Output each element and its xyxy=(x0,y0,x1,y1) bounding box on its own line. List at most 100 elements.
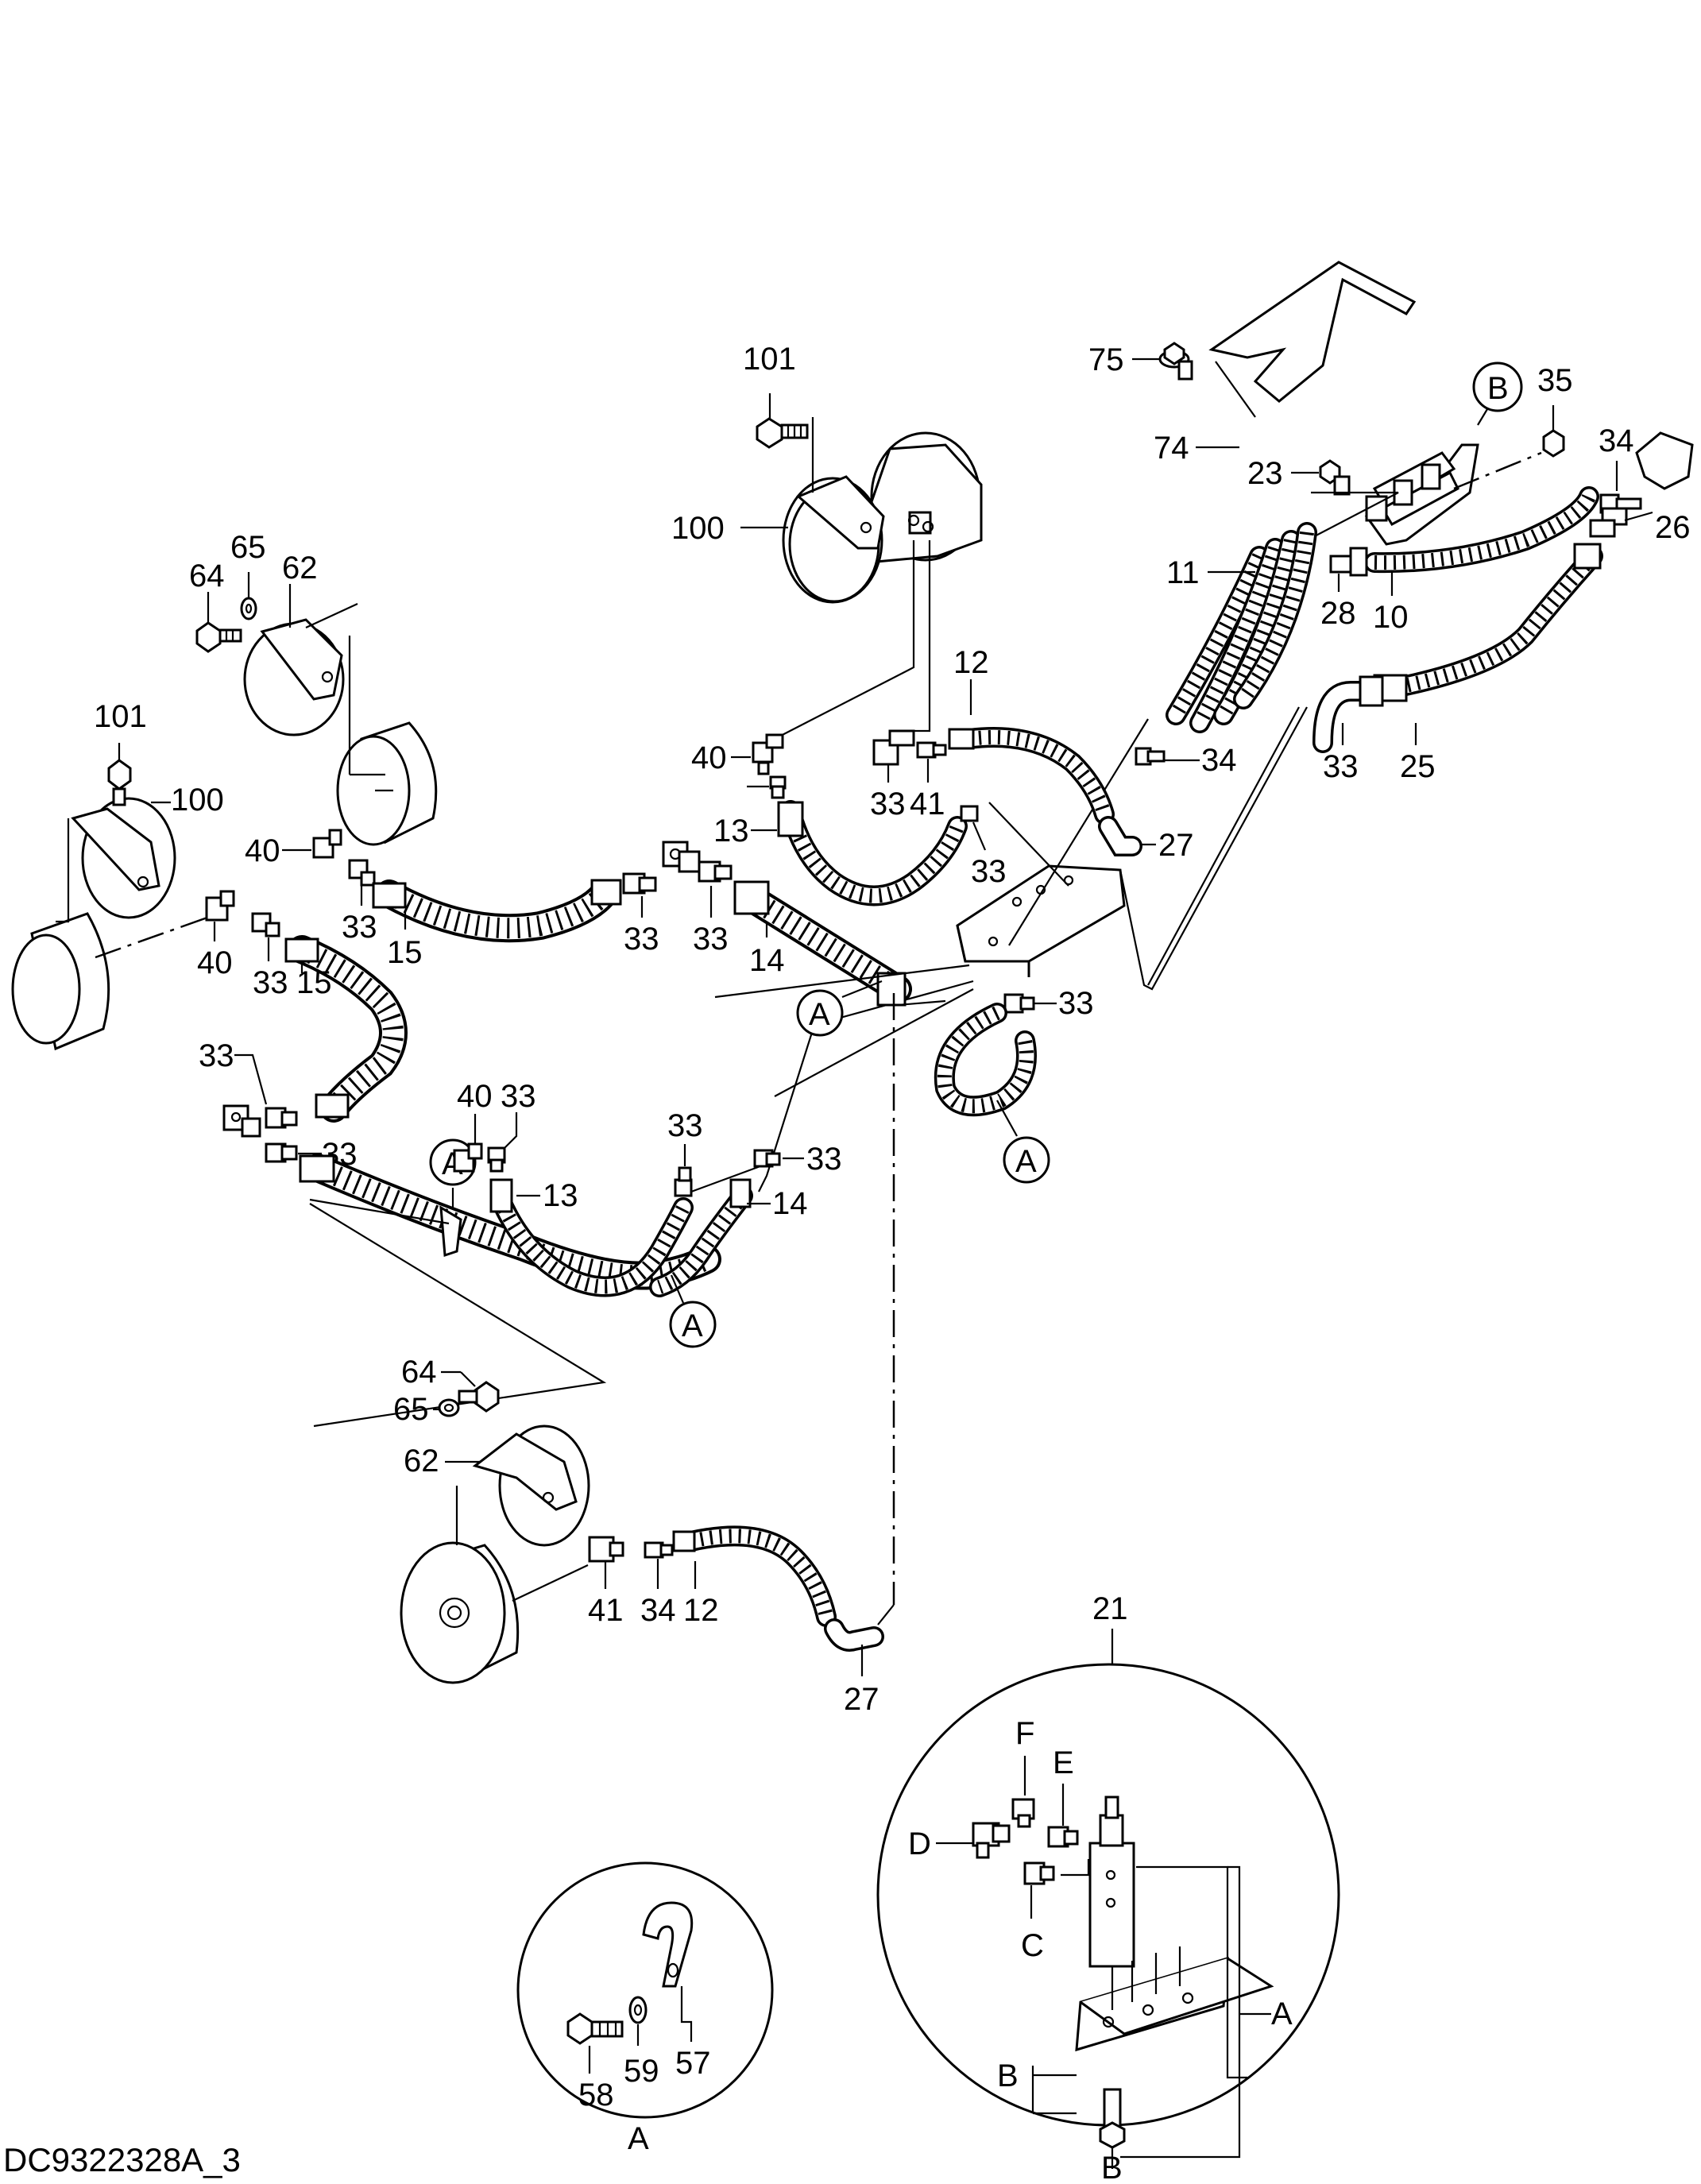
callout-100-top: 100 xyxy=(671,511,725,546)
callout-33-e: 33 xyxy=(624,922,659,957)
fitting-C xyxy=(1023,1861,1055,1885)
hose-clamp-A xyxy=(439,1205,462,1258)
callout-58: 58 xyxy=(578,2078,614,2112)
callout-D: D xyxy=(908,1826,931,1861)
fitting-33-a xyxy=(769,775,787,799)
callout-27-top: 27 xyxy=(1158,828,1194,863)
fitting-40-mid xyxy=(205,890,235,922)
callout-57: 57 xyxy=(675,2046,711,2081)
valve-body-21 xyxy=(1088,1796,1135,1968)
callout-09: 25 xyxy=(1400,749,1436,784)
port-block-left xyxy=(222,1104,261,1138)
nut-35 xyxy=(1542,429,1565,458)
fitting-33-m xyxy=(753,1149,781,1168)
bolt-58 xyxy=(566,2012,624,2045)
motor-cover-top xyxy=(788,475,885,603)
callout-101-left: 101 xyxy=(94,699,147,734)
fitting-41-low xyxy=(588,1536,624,1563)
hose-loop-right xyxy=(934,1003,1037,1117)
callout-12-low: 12 xyxy=(683,1593,719,1628)
callout-59: 59 xyxy=(624,2054,659,2089)
fitting-33-j xyxy=(265,1142,298,1163)
fitting-34-top xyxy=(916,741,947,759)
hose-12-lower xyxy=(672,1525,837,1627)
ref-marker-B-top-label: B xyxy=(1487,371,1509,406)
callout-33-h: 33 xyxy=(199,1038,234,1073)
fitting-E xyxy=(1047,1826,1079,1848)
callout-62-left: 62 xyxy=(282,551,318,586)
detail-A-circle xyxy=(516,1861,774,2119)
callout-26: 26 xyxy=(1655,510,1691,545)
callout-33-f: 33 xyxy=(693,922,729,957)
callout-13-top: 13 xyxy=(713,814,749,848)
document-id: DC9322328A_3 xyxy=(3,2141,241,2178)
bolt-64-upper xyxy=(195,621,242,653)
ref-marker-A-mid-label: A xyxy=(809,997,830,1032)
callout-10: 10 xyxy=(1373,600,1409,635)
hose-14-upper xyxy=(733,880,912,1007)
washer-65-lower xyxy=(438,1398,460,1417)
callout-41-top: 33 xyxy=(870,787,906,821)
callout-64-low: 64 xyxy=(401,1355,437,1390)
callout-34-top: 41 xyxy=(910,787,945,821)
drum-left xyxy=(11,912,110,1051)
callout-33-g: 33 xyxy=(253,965,288,1000)
callout-64-left: 64 xyxy=(189,559,225,593)
port-block-mid xyxy=(662,841,701,873)
hose-15-mid xyxy=(284,935,408,1123)
fitting-28 xyxy=(1329,547,1368,577)
callout-27-low: 27 xyxy=(844,1682,879,1717)
callout-34-right: 34 xyxy=(1599,423,1634,458)
fitting-F xyxy=(1011,1798,1035,1828)
hose-bundle-11 xyxy=(1166,522,1317,733)
bolt-64-lower xyxy=(458,1381,500,1413)
callout-74: 74 xyxy=(1154,431,1189,466)
callout-14-low: 14 xyxy=(772,1186,808,1221)
elbow-27-upper xyxy=(1098,816,1142,856)
washer-65-upper xyxy=(240,597,257,620)
callout-21: 21 xyxy=(1092,1591,1128,1626)
motor-cover-62-lower xyxy=(472,1424,590,1547)
callout-11: 11 xyxy=(1166,555,1200,590)
callout-33-l: 33 xyxy=(667,1108,703,1143)
callout-33-m: 33 xyxy=(806,1142,842,1177)
drum-upper-left xyxy=(336,721,438,846)
ref-marker-B-top xyxy=(1472,361,1523,412)
callout-34-low: 34 xyxy=(640,1593,676,1628)
hose-clamp-57 xyxy=(642,1901,694,1988)
fitting-33-c xyxy=(960,805,979,822)
motor-cover-100-left xyxy=(71,797,176,919)
callout-33-c: 33 xyxy=(971,854,1007,889)
callout-15-mid: 15 xyxy=(296,965,332,1000)
hose-13-lower xyxy=(489,1178,694,1297)
bolt-101-top xyxy=(756,417,809,449)
hose-13-upper xyxy=(777,800,968,906)
fitting-33-l xyxy=(674,1166,693,1197)
callout-65-left: 65 xyxy=(230,530,266,565)
callout-12-top: 12 xyxy=(953,645,989,680)
callout-28: 28 xyxy=(1320,596,1356,631)
elbow-block-right xyxy=(1635,431,1694,490)
fitting-26 xyxy=(1589,507,1628,538)
travel-motor-lower xyxy=(400,1541,520,1684)
ref-marker-A-right-label: A xyxy=(1015,1144,1037,1179)
callout-23: 23 xyxy=(1247,456,1283,491)
callout-33-k: 33 xyxy=(501,1079,536,1114)
callout-101-top: 101 xyxy=(743,342,796,377)
fitting-D xyxy=(972,1822,1011,1859)
callout-25: 33 xyxy=(1323,749,1359,784)
distribution-block-21 xyxy=(1075,1956,1274,2052)
fitting-33-h xyxy=(265,1107,298,1129)
fitting-33-hub xyxy=(1135,747,1166,766)
fitting-33-d xyxy=(348,859,376,887)
callout-40-low: 40 xyxy=(457,1079,493,1114)
solenoid-valve-block xyxy=(1364,443,1479,546)
fitting-41-top xyxy=(872,729,915,766)
callout-15-top: 15 xyxy=(387,935,423,970)
callout-A-detailA: A xyxy=(628,2121,649,2156)
callout-E: E xyxy=(1053,1745,1074,1780)
callout-75: 75 xyxy=(1088,342,1124,377)
callout-B-detail21-side: B xyxy=(997,2058,1019,2093)
ref-marker-A-right xyxy=(1003,1136,1050,1184)
bolt-B-21 xyxy=(1099,2088,1126,2149)
